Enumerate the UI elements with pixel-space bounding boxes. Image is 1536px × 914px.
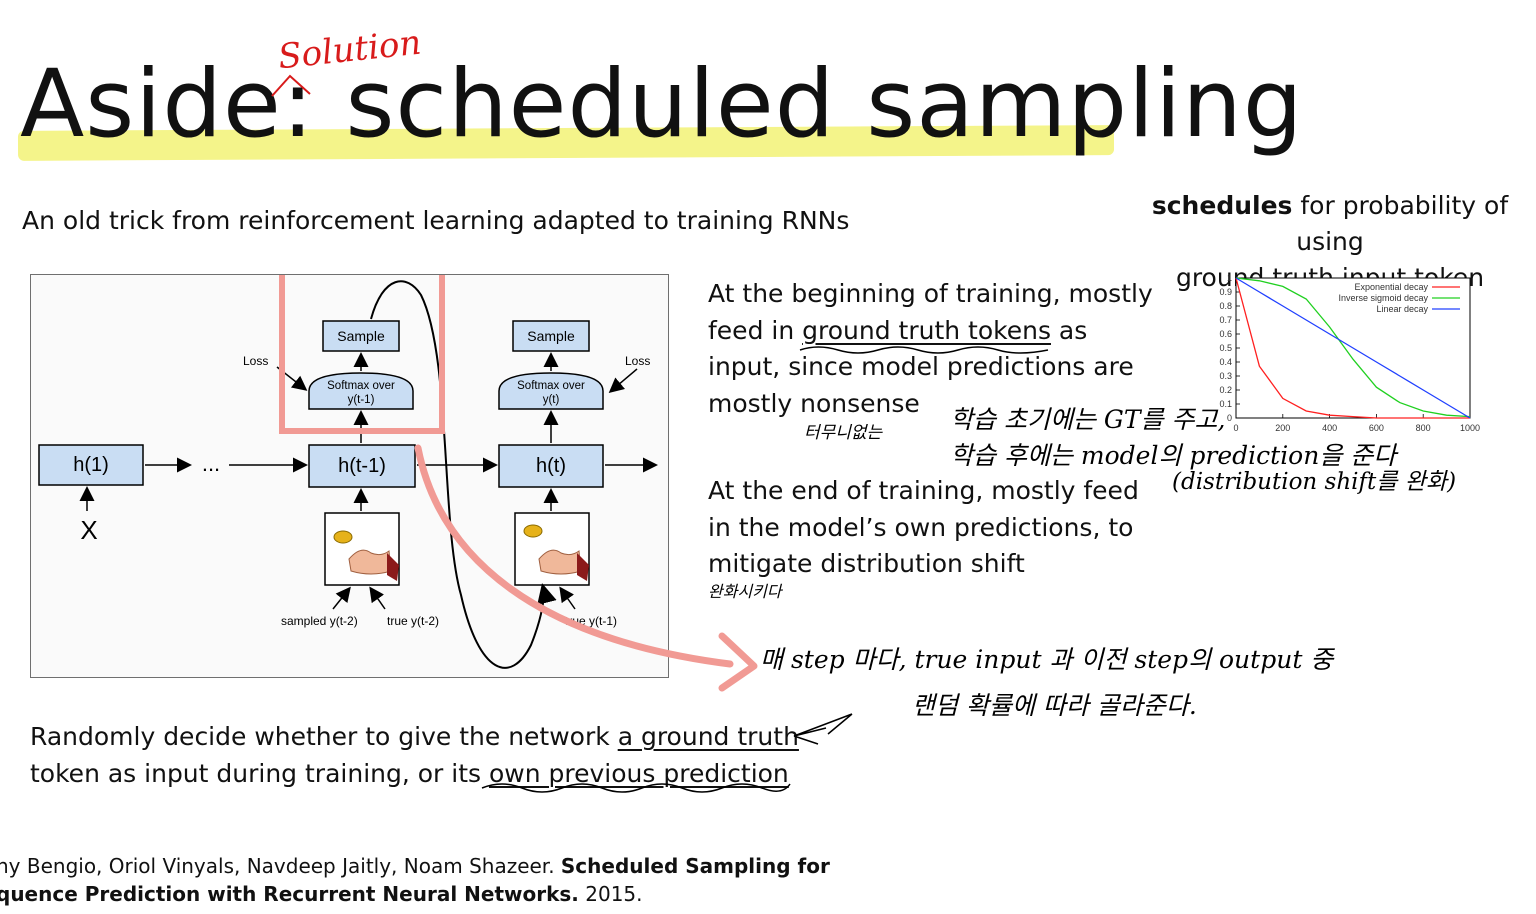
- p1-line1: At the beginning of training, mostly: [708, 276, 1153, 313]
- chart-ytick-label: 0.2: [1219, 385, 1232, 395]
- citation-authors: ny Bengio, Oriol Vinyals, Navdeep Jaitly…: [0, 854, 561, 878]
- softmax-right-line1: Softmax over: [517, 380, 585, 392]
- p3-line1-a: Randomly decide whether to give the netw…: [30, 722, 618, 751]
- p1-line2-a: feed in: [708, 316, 802, 345]
- chart-legend-label: Linear decay: [1376, 304, 1428, 314]
- p1-line2-c: as: [1051, 316, 1087, 345]
- chart-legend-label: Inverse sigmoid decay: [1338, 293, 1428, 303]
- p3-line1: Randomly decide whether to give the netw…: [30, 719, 799, 756]
- p3-line2-a: token as input during training, or its: [30, 759, 489, 788]
- p3-underlined-gt: a ground truth: [618, 722, 799, 751]
- schedules-rest: for probability of using: [1292, 191, 1508, 256]
- note-korean-1: 학습 초기에는 GT를 주고,: [950, 400, 1225, 436]
- softmax-left-line2: y(t-1): [348, 394, 375, 406]
- solution-caret-mark: [268, 70, 328, 100]
- wavy-underline-gt: [798, 342, 1058, 356]
- chart-xtick-label: 200: [1275, 423, 1290, 433]
- citation-line1: ny Bengio, Oriol Vinyals, Navdeep Jaitly…: [0, 852, 830, 880]
- chart-ytick-label: 0.6: [1219, 329, 1232, 339]
- hand-arrow-gt-icon: [788, 706, 858, 746]
- chart-ytick-label: 0.7: [1219, 315, 1232, 325]
- citation-title-2: quence Prediction with Recurrent Neural …: [0, 882, 579, 906]
- loss-left-label: Loss: [243, 354, 268, 368]
- chart-ytick-label: 0: [1227, 413, 1232, 423]
- chart-legend-label: Exponential decay: [1354, 282, 1428, 292]
- h1-label: h(1): [73, 454, 109, 476]
- ht1-label: h(t-1): [338, 455, 386, 477]
- chart-ytick-label: 0.5: [1219, 343, 1232, 353]
- note-nonsense: 터무니없는: [804, 418, 882, 443]
- citation-title-1: Scheduled Sampling for: [561, 854, 830, 878]
- sampled-label: sampled y(t-2): [281, 614, 358, 628]
- note-arrow-1: 매 step 마다, true input 과 이전 step의 output …: [760, 640, 1333, 676]
- slide-title: Aside: scheduled sampling: [20, 58, 1304, 152]
- chart-ytick-label: 0.8: [1219, 301, 1232, 311]
- wavy-underline-own-pred: [478, 778, 798, 796]
- dots-label: ...: [202, 451, 220, 476]
- chart-xtick-label: 1000: [1460, 423, 1480, 433]
- schedules-bold: schedules: [1152, 191, 1293, 220]
- chart-ytick-label: 0.9: [1219, 287, 1232, 297]
- chart-ytick-label: 0.3: [1219, 371, 1232, 381]
- note-korean-3: (distribution shift를 완화): [1172, 462, 1456, 496]
- softmax-right-line2: y(t): [543, 394, 560, 406]
- sample-right-label: Sample: [527, 328, 575, 344]
- note-mitigate: 완화시키다: [708, 578, 782, 602]
- chart-ytick-label: 1: [1227, 273, 1232, 283]
- citation: ny Bengio, Oriol Vinyals, Navdeep Jaitly…: [0, 852, 830, 908]
- sample-left-label: Sample: [337, 328, 385, 344]
- softmax-left-line1: Softmax over: [327, 380, 395, 392]
- loss-right-label: Loss: [625, 354, 650, 368]
- slide-subtitle: An old trick from reinforcement learning…: [22, 206, 849, 235]
- note-arrow-2: 랜덤 확률에 따라 골라준다.: [912, 686, 1197, 722]
- chart-xtick-label: 800: [1416, 423, 1431, 433]
- chart-xtick-label: 400: [1322, 423, 1337, 433]
- schedules-title-line1: schedules for probability of using: [1120, 188, 1536, 260]
- chart-ytick-label: 0.4: [1219, 357, 1232, 367]
- p2-line1: At the end of training, mostly feed: [708, 473, 1139, 510]
- hand-left-icon: [349, 550, 391, 574]
- citation-line2: quence Prediction with Recurrent Neural …: [0, 880, 830, 908]
- chart-xtick-label: 600: [1369, 423, 1384, 433]
- x-input-label: X: [80, 515, 97, 545]
- coin-left-icon: [334, 531, 352, 543]
- citation-year: 2015.: [579, 882, 643, 906]
- p2-line2: in the model’s own predictions, to: [708, 510, 1139, 547]
- p1-underlined-gt-tokens: ground truth tokens: [802, 316, 1051, 345]
- chart-xtick-label: 0: [1233, 423, 1238, 433]
- paragraph-end: At the end of training, mostly feed in t…: [708, 473, 1139, 583]
